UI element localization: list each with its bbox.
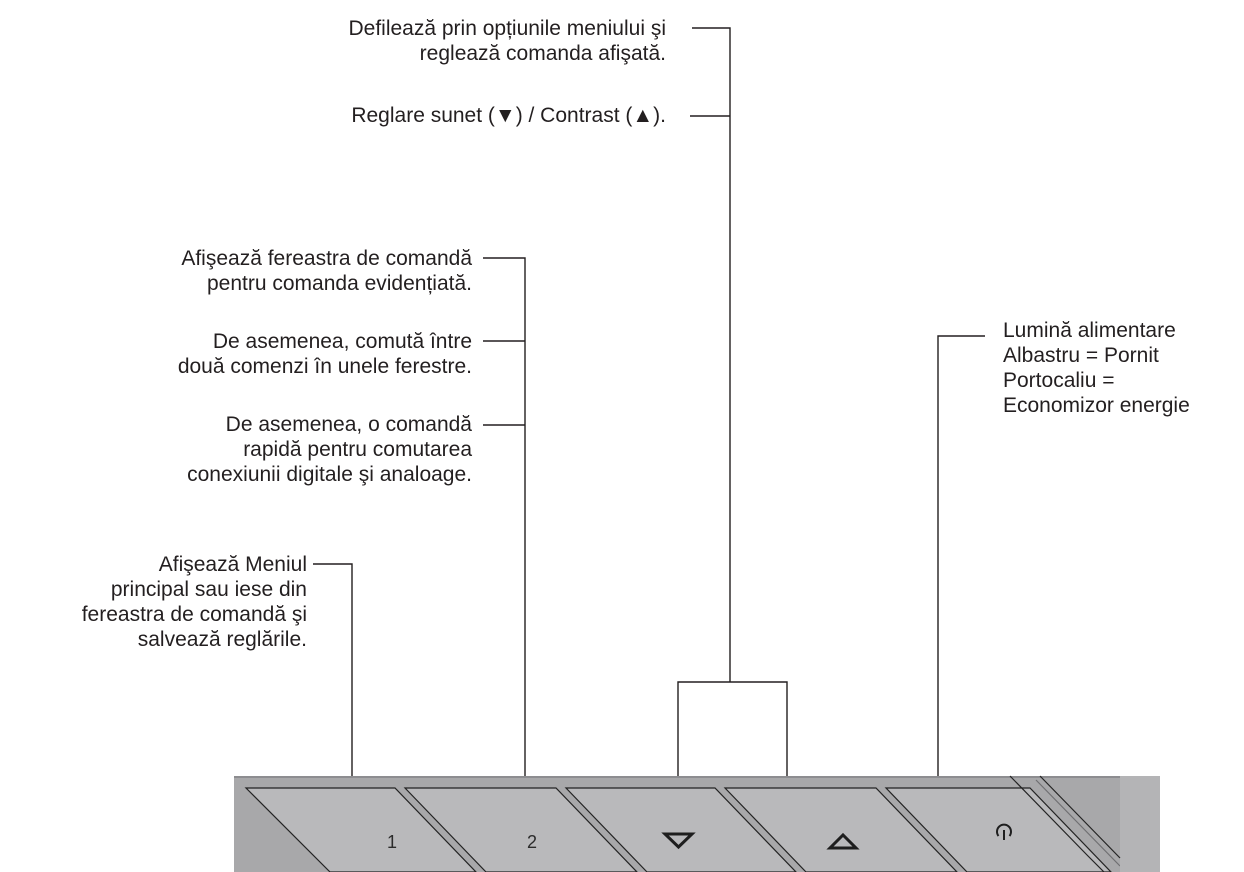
bracket-arrow-buttons [677, 681, 788, 777]
callout-scroll: Defilează prin opțiunile meniului şi reg… [348, 16, 666, 66]
callout-button2-shortcut: De asemenea, o comandă rapidă pentru com… [187, 413, 472, 486]
down-triangle-icon [661, 832, 696, 850]
leader-scroll [692, 27, 731, 682]
leader-button2 [483, 257, 526, 777]
leader-power [937, 335, 985, 777]
callout-scroll-line2: reglează comanda afişată. [419, 42, 666, 65]
leader-lines [313, 27, 985, 777]
up-triangle-icon [826, 832, 860, 850]
callout-scroll-line1: Defilează prin opțiunile meniului şi [348, 17, 666, 40]
callout-button1-menu: Afişează Meniul principal sau iese din f… [81, 553, 307, 651]
button-panel [234, 775, 1160, 872]
button-2-label: 2 [526, 832, 537, 852]
callout-button2-window: Afişează fereastra de comandă pentru com… [181, 247, 472, 295]
power-icon [996, 823, 1012, 840]
button-1-label: 1 [386, 832, 397, 852]
leader-button1 [313, 563, 353, 777]
callout-power-light: Lumină alimentare Albastru = Pornit Port… [1003, 319, 1190, 417]
callout-button2-toggle: De asemenea, comută între două comenzi î… [177, 330, 472, 378]
callout-sound-contrast: Reglare sunet (▼) / Contrast (▲). [351, 104, 666, 127]
